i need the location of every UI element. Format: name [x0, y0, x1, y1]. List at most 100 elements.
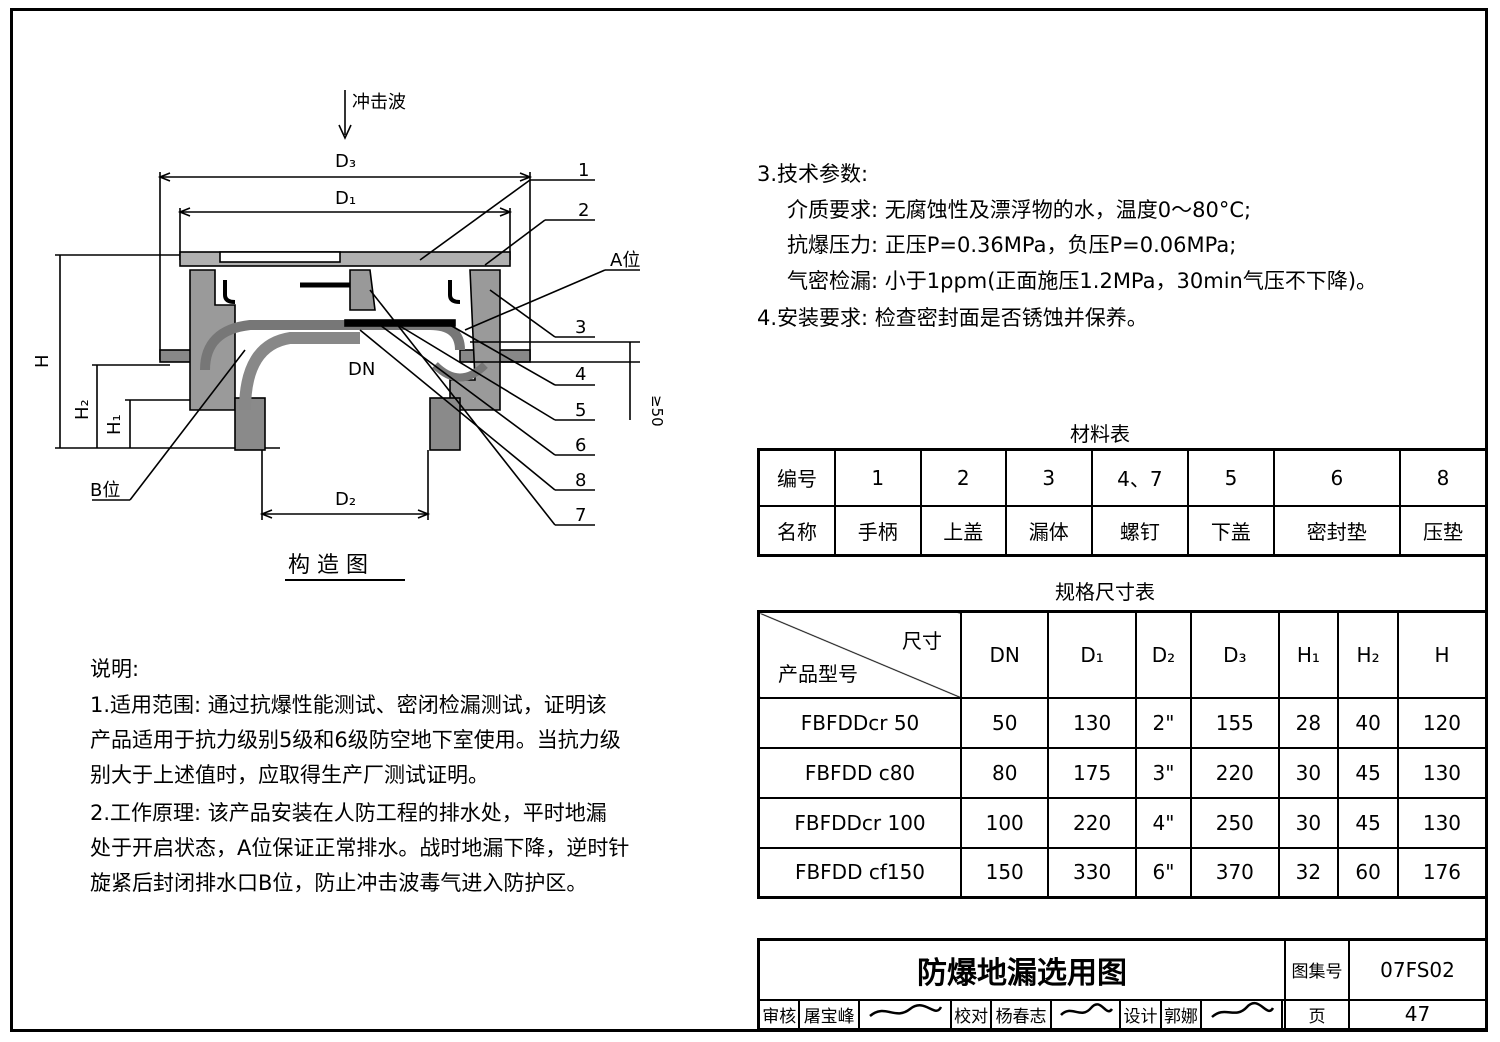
specs-cell: 6"	[1134, 846, 1193, 899]
specs-title: 规格尺寸表	[1055, 580, 1155, 604]
dim-dn: DN	[348, 359, 375, 380]
specs-cell: FBFDDcr 100	[757, 796, 962, 849]
specs-header: D₂	[1134, 610, 1193, 699]
specs-cell: 45	[1337, 796, 1399, 849]
specs-header: H	[1396, 610, 1488, 699]
design-label: 设计	[1119, 998, 1162, 1031]
notes-line: 2.工作原理: 该产品安装在人防工程的排水处，平时地漏	[90, 801, 607, 825]
drawing-title: 构 造 图	[288, 553, 368, 578]
page-label: 页	[1284, 998, 1350, 1031]
specs-cell: FBFDD cf150	[757, 846, 962, 899]
specs-corner-top: 尺寸	[902, 629, 942, 653]
specs-cell: 3"	[1134, 746, 1193, 799]
specs-cell: FBFDD c80	[757, 746, 962, 799]
signature	[1049, 998, 1122, 1031]
dim-min50: ≥50	[648, 395, 666, 427]
shock-wave-label: 冲击波	[352, 92, 406, 113]
specs-cell: 250	[1190, 796, 1280, 849]
materials-no-header: 编号	[757, 448, 836, 507]
callout-5: 5	[575, 400, 586, 421]
materials-cell: 5	[1187, 448, 1275, 507]
signature	[1200, 998, 1283, 1031]
notes-line: 别大于上述值时，应取得生产厂测试证明。	[90, 763, 489, 787]
specs-cell: 220	[1190, 746, 1280, 799]
callout-4: 4	[575, 364, 586, 385]
callout-b: B位	[90, 480, 120, 501]
specs-table: 尺寸 产品型号 DN D₁ D₂ D₃ H₁ H₂ H FBFDDcr 50 5…	[757, 610, 1488, 899]
specs-cell: 28	[1277, 696, 1340, 749]
notes-line: 1.适用范围: 通过抗爆性能测试、密闭检漏测试，证明该	[90, 693, 607, 717]
check-label: 校对	[949, 998, 993, 1031]
specs-header: H₁	[1277, 610, 1340, 699]
specs-cell: 130	[1396, 796, 1488, 849]
atlas-number: 07FS02	[1348, 938, 1488, 1001]
specs-header: H₂	[1337, 610, 1399, 699]
specs-cell: 176	[1396, 846, 1488, 899]
materials-table: 编号 1 2 3 4、7 5 6 8 名称 手柄 上盖 漏体 螺钉 下盖 密封垫…	[757, 448, 1488, 557]
materials-cell: 2	[919, 448, 1008, 507]
specs-header: DN	[959, 610, 1050, 699]
review-name: 屠宝峰	[798, 998, 860, 1031]
specs-cell: 220	[1047, 796, 1137, 849]
materials-cell: 6	[1272, 448, 1401, 507]
materials-cell: 漏体	[1005, 504, 1093, 557]
specs-cell: 150	[959, 846, 1050, 899]
tech-line: 抗爆压力: 正压P=0.36MPa，负压P=0.06MPa;	[787, 233, 1237, 257]
review-label: 审核	[757, 998, 801, 1031]
notes-line: 旋紧后封闭排水口B位，防止冲击波毒气进入防护区。	[90, 871, 588, 895]
title-block: 防爆地漏选用图 图集号 07FS02 审核 屠宝峰 校对 杨春志 设计 郭娜 页…	[757, 938, 1488, 1031]
signature	[857, 998, 952, 1031]
materials-cell: 1	[834, 448, 922, 507]
notes-heading: 说明:	[90, 657, 140, 681]
materials-cell: 手柄	[834, 504, 922, 557]
dim-h2: H₂	[72, 399, 93, 420]
materials-cell: 3	[1005, 448, 1093, 507]
table-row: FBFDD c80 80 175 3" 220 30 45 130	[757, 746, 1488, 799]
dim-h1: H₁	[104, 414, 125, 435]
specs-cell: 30	[1277, 746, 1340, 799]
atlas-label: 图集号	[1284, 938, 1350, 1001]
materials-title: 材料表	[1070, 422, 1130, 446]
dim-d2: D₂	[335, 489, 356, 510]
page-number: 47	[1348, 998, 1488, 1031]
dim-d3: D₃	[335, 151, 356, 172]
table-row: FBFDDcr 50 50 130 2" 155 28 40 120	[757, 696, 1488, 749]
specs-cell: 130	[1047, 696, 1137, 749]
specs-cell: 370	[1190, 846, 1280, 899]
materials-cell: 4、7	[1090, 448, 1190, 507]
notes-line: 处于开启状态，A位保证正常排水。战时地漏下降，逆时针	[90, 836, 630, 860]
specs-cell: 80	[959, 746, 1050, 799]
table-row: FBFDDcr 100 100 220 4" 250 30 45 130	[757, 796, 1488, 849]
materials-cell: 下盖	[1187, 504, 1275, 557]
callout-1: 1	[578, 160, 589, 181]
specs-corner: 尺寸 产品型号	[757, 610, 962, 699]
specs-cell: 120	[1396, 696, 1488, 749]
callout-2: 2	[578, 200, 589, 221]
specs-cell: 40	[1337, 696, 1399, 749]
sheet-title: 防爆地漏选用图	[757, 938, 1286, 1001]
specs-cell: 130	[1396, 746, 1488, 799]
specs-cell: 100	[959, 796, 1050, 849]
specs-cell: 175	[1047, 746, 1137, 799]
tech-line: 气密检漏: 小于1ppm(正面施压1.2MPa，30min气压不下降)。	[787, 269, 1378, 293]
materials-cell: 压垫	[1398, 504, 1488, 557]
callout-8: 8	[575, 470, 586, 491]
callout-a: A位	[610, 250, 640, 271]
specs-cell: 155	[1190, 696, 1280, 749]
specs-cell: 30	[1277, 796, 1340, 849]
specs-corner-bottom: 产品型号	[778, 661, 858, 686]
callout-7: 7	[575, 505, 586, 526]
check-name: 杨春志	[990, 998, 1052, 1031]
construction-drawing: 冲击波 D₃ D₁ DN D₂ H H₂ H₁ ≥50 1 2 A位 3 4 5…	[32, 90, 666, 581]
callout-6: 6	[575, 435, 586, 456]
tech-line: 介质要求: 无腐蚀性及漂浮物的水，温度0～80°C;	[787, 198, 1252, 222]
materials-name-header: 名称	[757, 504, 836, 557]
materials-cell: 密封垫	[1272, 504, 1401, 557]
specs-cell: 4"	[1134, 796, 1193, 849]
design-name: 郭娜	[1159, 998, 1203, 1031]
install-line: 4.安装要求: 检查密封面是否锈蚀并保养。	[757, 306, 1148, 330]
dim-h: H	[32, 354, 53, 368]
dim-d1: D₁	[335, 188, 356, 209]
specs-cell: FBFDDcr 50	[757, 696, 962, 749]
specs-cell: 60	[1337, 846, 1399, 899]
